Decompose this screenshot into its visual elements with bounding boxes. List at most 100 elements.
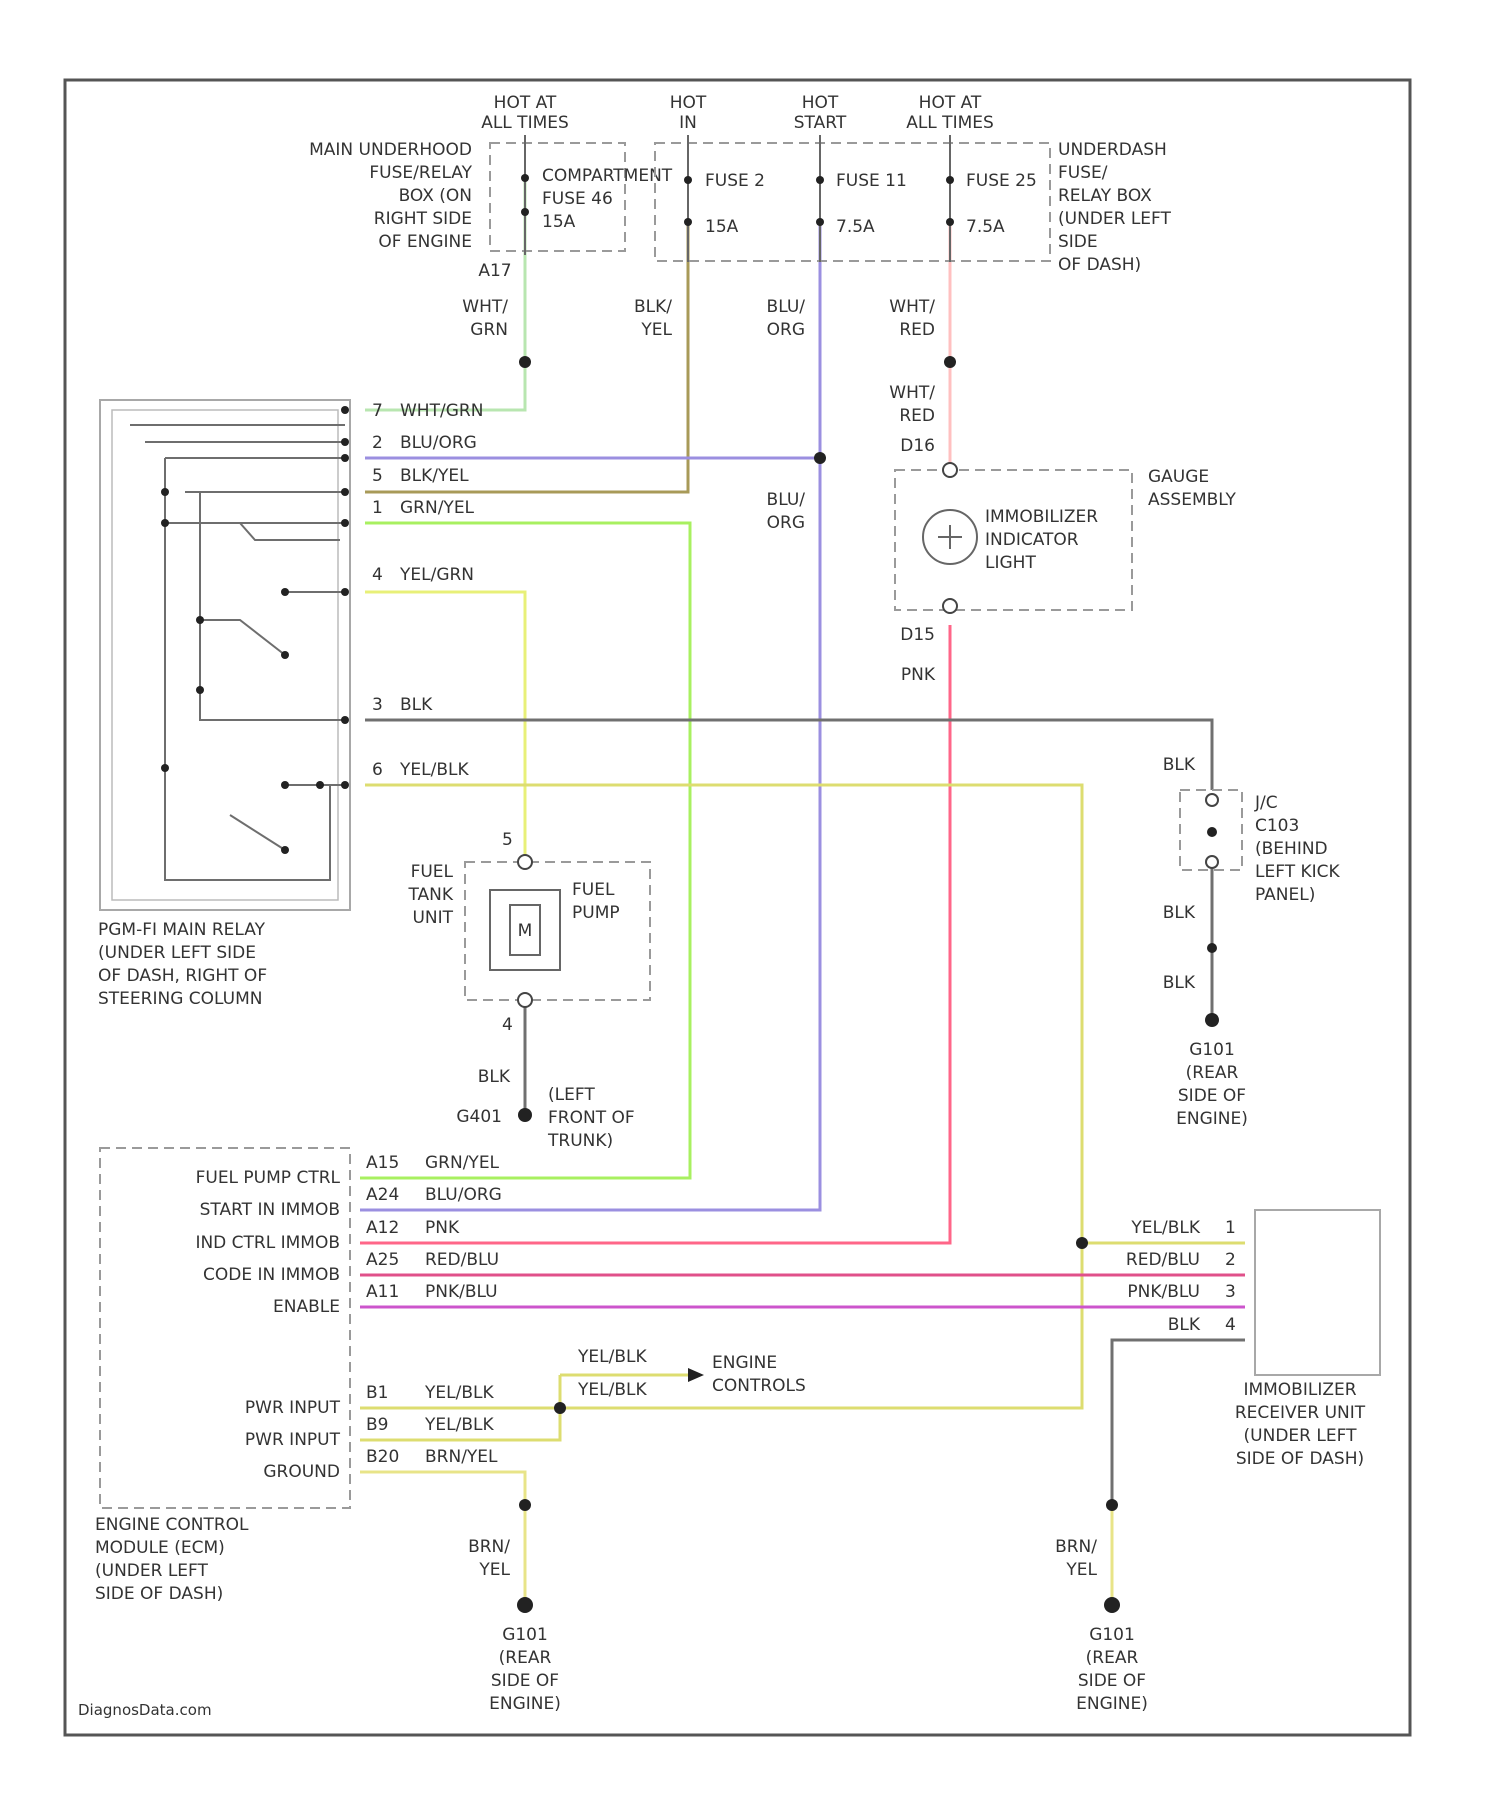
svg-text:GAUGE: GAUGE	[1148, 467, 1209, 487]
svg-text:ORG: ORG	[767, 320, 805, 340]
fuse-11: FUSE 11 7.5A	[816, 135, 907, 262]
svg-text:WHT/: WHT/	[889, 383, 935, 403]
svg-text:SIDE OF: SIDE OF	[1078, 1671, 1146, 1691]
svg-text:(LEFT: (LEFT	[548, 1085, 595, 1105]
svg-text:GRN: GRN	[470, 320, 508, 340]
ecm-pin-numbers: A15 A24 A12 A25 A11 B1 B9 B20	[366, 1153, 399, 1467]
splice-wht-grn	[519, 356, 531, 368]
svg-text:BLU/ORG: BLU/ORG	[425, 1185, 502, 1205]
svg-text:15A: 15A	[705, 217, 739, 237]
ecm-ground-wire-label: BRN/ YEL	[468, 1537, 510, 1580]
svg-text:SIDE OF: SIDE OF	[491, 1671, 559, 1691]
svg-text:B9: B9	[366, 1415, 388, 1435]
svg-text:5: 5	[372, 466, 383, 486]
gauge-indicator-label: IMMOBILIZER INDICATOR LIGHT	[985, 507, 1098, 573]
svg-text:STEERING COLUMN: STEERING COLUMN	[98, 989, 262, 1009]
connector-d16	[943, 463, 957, 477]
svg-text:RED: RED	[899, 320, 935, 340]
gauge-assembly-label: GAUGE ASSEMBLY	[1148, 467, 1236, 510]
immob-ground-wire-label: BRN/ YEL	[1055, 1537, 1097, 1580]
svg-text:YEL: YEL	[640, 320, 672, 340]
svg-text:FUSE/: FUSE/	[1058, 163, 1108, 183]
wire-blk	[365, 720, 1212, 1020]
svg-text:ENGINE): ENGINE)	[1176, 1109, 1248, 1129]
svg-text:BRN/: BRN/	[1055, 1537, 1097, 1557]
svg-text:IMMOBILIZER: IMMOBILIZER	[1243, 1380, 1356, 1400]
svg-text:ENGINE): ENGINE)	[1076, 1694, 1148, 1714]
jc-terminal	[1207, 827, 1217, 837]
svg-text:UNIT: UNIT	[412, 908, 453, 928]
svg-text:WHT/: WHT/	[889, 297, 935, 317]
svg-text:A15: A15	[366, 1153, 399, 1173]
svg-text:BLU/ORG: BLU/ORG	[400, 433, 477, 453]
connector-a17: A17	[478, 261, 511, 281]
svg-text:RED: RED	[899, 406, 935, 426]
svg-text:PNK/BLU: PNK/BLU	[425, 1282, 498, 1302]
svg-text:D15: D15	[900, 625, 935, 645]
svg-text:7.5A: 7.5A	[966, 217, 1005, 237]
ecm-label: ENGINE CONTROL MODULE (ECM) (UNDER LEFT …	[95, 1515, 249, 1604]
svg-text:BLU/: BLU/	[767, 297, 806, 317]
svg-text:OF DASH): OF DASH)	[1058, 255, 1141, 275]
fuel-pump-label: FUEL PUMP	[572, 880, 620, 923]
svg-text:FUSE 2: FUSE 2	[705, 171, 765, 191]
svg-text:RIGHT SIDE: RIGHT SIDE	[374, 209, 472, 229]
svg-text:BOX (ON: BOX (ON	[399, 186, 472, 206]
svg-text:BLU/: BLU/	[767, 490, 806, 510]
svg-text:15A: 15A	[542, 212, 576, 232]
fuel-connector-top	[518, 855, 532, 869]
svg-text:D16: D16	[900, 436, 935, 456]
svg-text:SIDE OF: SIDE OF	[1178, 1086, 1246, 1106]
svg-text:GRN/YEL: GRN/YEL	[425, 1153, 500, 1173]
fuel-tank-unit-label: FUEL TANK UNIT	[407, 862, 453, 928]
svg-text:(UNDER LEFT: (UNDER LEFT	[1244, 1426, 1358, 1446]
svg-text:A24: A24	[366, 1185, 399, 1205]
ground-right-splice	[1207, 943, 1217, 953]
power-label-hot-start: HOT	[802, 93, 839, 113]
fuse-46-terminal	[521, 174, 529, 182]
immobilizer-receiver-unit	[1255, 1210, 1380, 1375]
svg-text:YEL/BLK: YEL/BLK	[577, 1347, 647, 1367]
ground-right-wire-mid: BLK	[1163, 903, 1196, 923]
underdash-fuse-box-label: UNDERDASH FUSE/ RELAY BOX (UNDER LEFT SI…	[1058, 140, 1172, 275]
svg-text:SIDE: SIDE	[1058, 232, 1098, 252]
power-label-hot-all-times-1: HOT AT	[494, 93, 557, 113]
power-label-hot-in: HOT	[670, 93, 707, 113]
svg-text:COMPARTMENT: COMPARTMENT	[542, 166, 673, 186]
svg-text:GRN/YEL: GRN/YEL	[400, 498, 475, 518]
svg-text:ENGINE): ENGINE)	[489, 1694, 561, 1714]
fuel-ground-location: (LEFT FRONT OF TRUNK)	[547, 1085, 635, 1151]
ecm-ground-label: G101 (REAR SIDE OF ENGINE)	[489, 1625, 561, 1714]
svg-text:ENGINE: ENGINE	[712, 1353, 777, 1373]
immob-ground-icon	[1104, 1597, 1120, 1613]
svg-text:PUMP: PUMP	[572, 903, 620, 923]
underhood-fuse-box-label: MAIN UNDERHOOD FUSE/RELAY BOX (ON RIGHT …	[309, 140, 472, 252]
ecm-pin-labels: FUEL PUMP CTRL START IN IMMOB IND CTRL I…	[195, 1168, 340, 1482]
wire-pnk	[360, 625, 950, 1243]
engine-controls-arrow-icon	[688, 1368, 704, 1382]
svg-text:B20: B20	[366, 1447, 399, 1467]
svg-text:FUEL PUMP CTRL: FUEL PUMP CTRL	[196, 1168, 341, 1188]
svg-text:ASSEMBLY: ASSEMBLY	[1148, 490, 1236, 510]
svg-text:UNDERDASH: UNDERDASH	[1058, 140, 1167, 160]
immob-ground-label: G101 (REAR SIDE OF ENGINE)	[1076, 1625, 1148, 1714]
ground-right-label: G101 (REAR SIDE OF ENGINE)	[1176, 1040, 1248, 1129]
svg-text:A25: A25	[366, 1250, 399, 1270]
svg-text:IMMOBILIZER: IMMOBILIZER	[985, 507, 1098, 527]
svg-text:YEL: YEL	[1065, 1560, 1097, 1580]
fuse-25: FUSE 25 7.5A	[946, 135, 1037, 262]
fuse-46-terminal	[521, 208, 529, 216]
svg-text:MODULE (ECM): MODULE (ECM)	[95, 1538, 225, 1558]
fuel-pin-top: 5	[502, 830, 513, 850]
svg-text:FUSE 46: FUSE 46	[542, 189, 613, 209]
svg-text:7: 7	[372, 401, 383, 421]
svg-text:G101: G101	[502, 1625, 548, 1645]
svg-text:7.5A: 7.5A	[836, 217, 875, 237]
splice-yel-blk	[1076, 1237, 1088, 1249]
svg-text:BLK: BLK	[400, 695, 433, 715]
svg-text:FUSE/RELAY: FUSE/RELAY	[369, 163, 472, 183]
svg-text:FRONT OF: FRONT OF	[548, 1108, 635, 1128]
ground-right-icon	[1205, 1013, 1219, 1027]
svg-text:ORG: ORG	[767, 513, 805, 533]
power-label-hot-all-times-2: HOT AT	[919, 93, 982, 113]
